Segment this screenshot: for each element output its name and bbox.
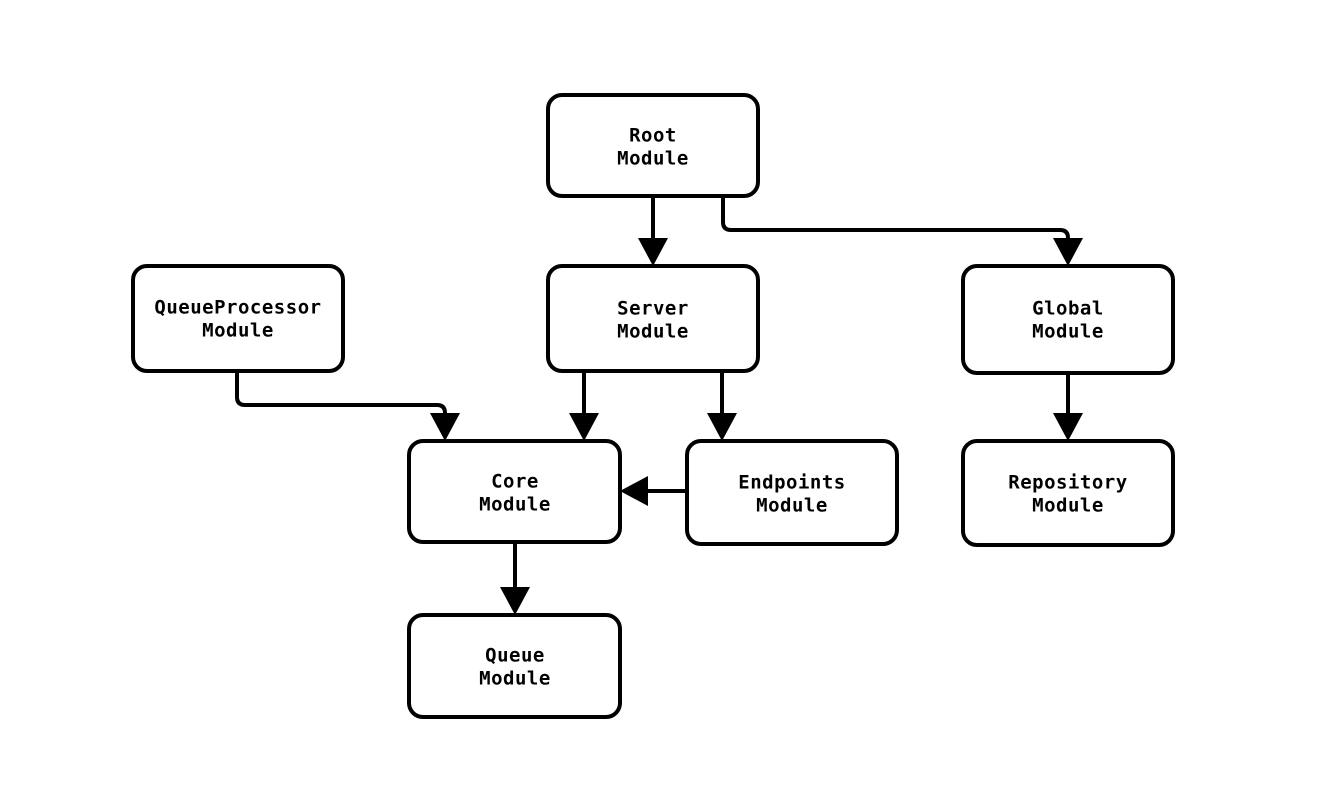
node-queue-module-box[interactable] xyxy=(407,613,622,719)
node-core-module-box[interactable] xyxy=(407,439,622,544)
edge-root-global-line xyxy=(721,196,1070,250)
edge-endpoints-core-arrowhead xyxy=(620,476,648,506)
node-queue-module[interactable]: Queue Module xyxy=(407,613,622,719)
node-queueprocessor-module-box[interactable] xyxy=(131,264,345,373)
edge-endpoints-core xyxy=(620,476,687,506)
node-core-module-label-line2: Module xyxy=(479,494,551,516)
node-endpoints-module-label-line1: Endpoints xyxy=(738,472,845,494)
node-core-module[interactable]: Core Module xyxy=(407,439,622,544)
node-root-module-box[interactable] xyxy=(546,93,760,198)
node-repository-module-label-line2: Module xyxy=(1032,495,1104,517)
node-queue-module-label-line2: Module xyxy=(479,668,551,690)
node-queueprocessor-module-label-line1: QueueProcessor xyxy=(154,297,321,319)
edge-server-endpoints-arrowhead xyxy=(707,413,737,441)
node-server-module-label-line1: Server xyxy=(617,298,689,320)
node-global-module[interactable]: Global Module xyxy=(961,264,1175,375)
edge-queueprocessor-core xyxy=(235,371,460,441)
node-core-module-label-line1: Core xyxy=(491,471,539,493)
edge-core-queue-arrowhead xyxy=(500,587,530,615)
node-queueprocessor-module-label-line2: Module xyxy=(202,320,274,342)
node-endpoints-module[interactable]: Endpoints Module xyxy=(685,439,899,546)
node-root-module-label-line1: Root xyxy=(629,125,677,147)
edge-server-endpoints xyxy=(707,371,737,441)
edge-core-queue xyxy=(500,542,530,615)
node-global-module-label-line1: Global xyxy=(1032,298,1104,320)
node-repository-module-box[interactable] xyxy=(961,439,1175,547)
node-global-module-box[interactable] xyxy=(961,264,1175,375)
node-server-module-label-line2: Module xyxy=(617,321,689,343)
edge-global-repository xyxy=(1053,373,1083,441)
edge-queueprocessor-core-line xyxy=(235,371,447,425)
edge-root-server xyxy=(638,196,668,266)
node-queueprocessor-module[interactable]: QueueProcessor Module xyxy=(131,264,345,373)
node-repository-module[interactable]: Repository Module xyxy=(961,439,1175,547)
node-queue-module-label-line1: Queue xyxy=(485,645,545,667)
node-server-module[interactable]: Server Module xyxy=(546,264,760,373)
node-global-module-label-line2: Module xyxy=(1032,321,1104,343)
node-root-module-label-line2: Module xyxy=(617,148,689,170)
edge-root-global xyxy=(721,196,1083,266)
edge-server-core xyxy=(569,371,599,441)
node-server-module-box[interactable] xyxy=(546,264,760,373)
edge-root-server-arrowhead xyxy=(638,238,668,266)
node-endpoints-module-label-line2: Module xyxy=(756,495,828,517)
node-repository-module-label-line1: Repository xyxy=(1008,472,1127,494)
edge-global-repository-arrowhead xyxy=(1053,413,1083,441)
edge-server-core-arrowhead xyxy=(569,413,599,441)
node-endpoints-module-box[interactable] xyxy=(685,439,899,546)
node-layer: Root Module QueueProcessor Module Server… xyxy=(131,93,1175,719)
node-root-module[interactable]: Root Module xyxy=(546,93,760,198)
edge-root-global-arrowhead xyxy=(1053,238,1083,266)
edge-queueprocessor-core-arrowhead xyxy=(430,413,460,441)
edge-layer xyxy=(235,196,1083,615)
